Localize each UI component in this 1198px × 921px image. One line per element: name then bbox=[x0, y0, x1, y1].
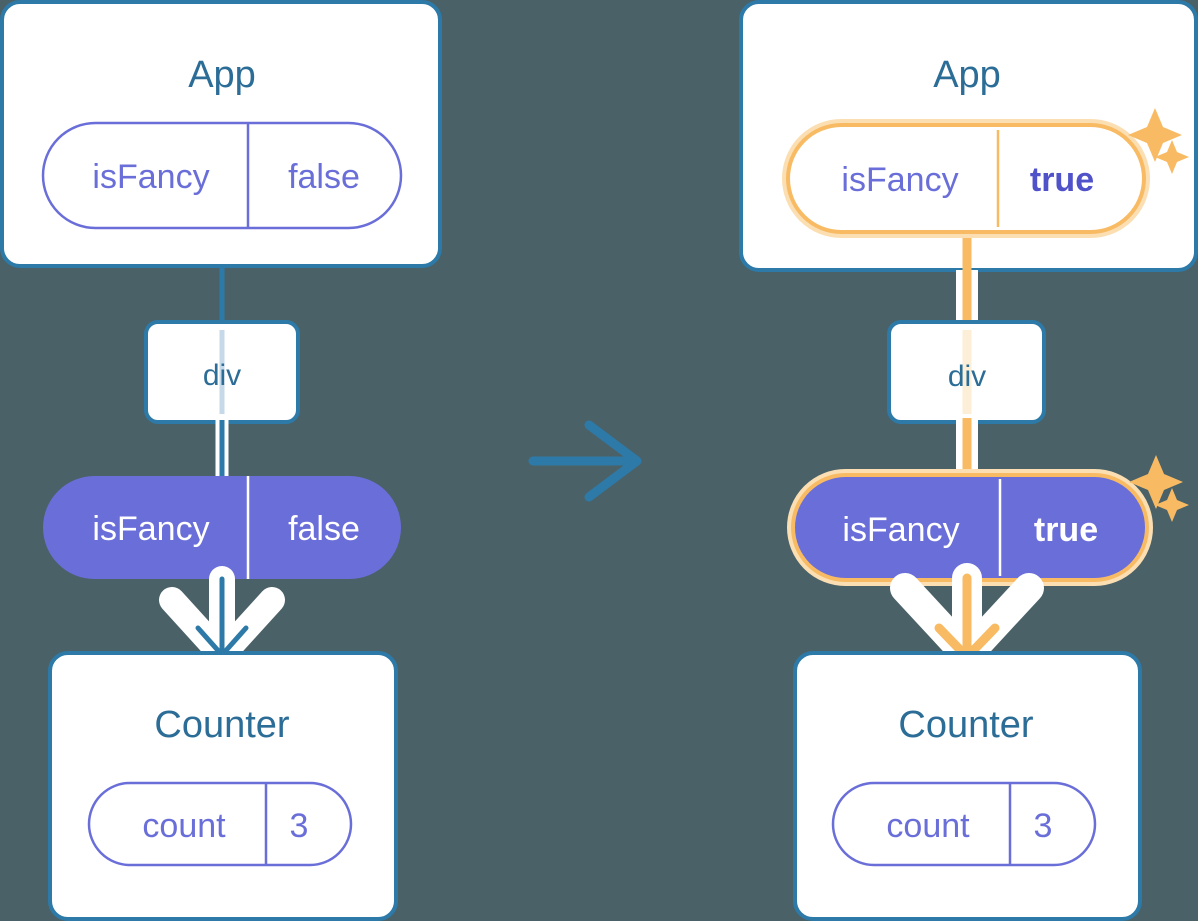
sparkle-large-top bbox=[1128, 108, 1182, 162]
app-state-pill-value: true bbox=[1030, 161, 1094, 199]
sparkle-small-top bbox=[1155, 140, 1189, 174]
app-state-pill bbox=[41, 121, 403, 230]
sparkle-large-mid bbox=[1129, 455, 1183, 509]
counter-state-pill bbox=[831, 781, 1097, 867]
app-card bbox=[0, 0, 442, 268]
transition-arrow bbox=[528, 420, 642, 502]
counter-state-pill-value: 3 bbox=[1034, 807, 1053, 845]
prop-pill-value: true bbox=[1034, 511, 1098, 549]
div-node-label: div bbox=[203, 359, 241, 392]
counter-state-pill-key: count bbox=[886, 807, 970, 845]
app-state-pill-key: isFancy bbox=[92, 158, 209, 196]
prop-pill-key: isFancy bbox=[842, 511, 959, 549]
sparkle-small-mid bbox=[1155, 488, 1189, 522]
app-state-pill bbox=[790, 127, 1142, 230]
prop-pill bbox=[43, 476, 401, 579]
counter-state-pill-value: 3 bbox=[290, 807, 309, 845]
prop-pill-value: false bbox=[288, 510, 360, 548]
div-node-label: div bbox=[948, 360, 986, 393]
app-state-pill-key: isFancy bbox=[841, 161, 958, 199]
prop-pill-key: isFancy bbox=[92, 510, 209, 548]
counter-state-pill bbox=[87, 781, 353, 867]
prop-pill bbox=[795, 477, 1145, 578]
counter-state-pill-key: count bbox=[142, 807, 226, 845]
counter-card bbox=[48, 651, 398, 921]
app-title: App bbox=[188, 54, 256, 96]
panel-after: App isFancy true div isFancy bbox=[739, 0, 1198, 921]
counter-title: Counter bbox=[898, 704, 1034, 746]
app-state-pill-value: false bbox=[288, 158, 360, 196]
counter-card bbox=[793, 651, 1142, 921]
counter-title: Counter bbox=[154, 704, 290, 746]
app-title: App bbox=[933, 54, 1001, 96]
panel-before: App isFancy false div isFancy false Coun… bbox=[0, 0, 442, 921]
